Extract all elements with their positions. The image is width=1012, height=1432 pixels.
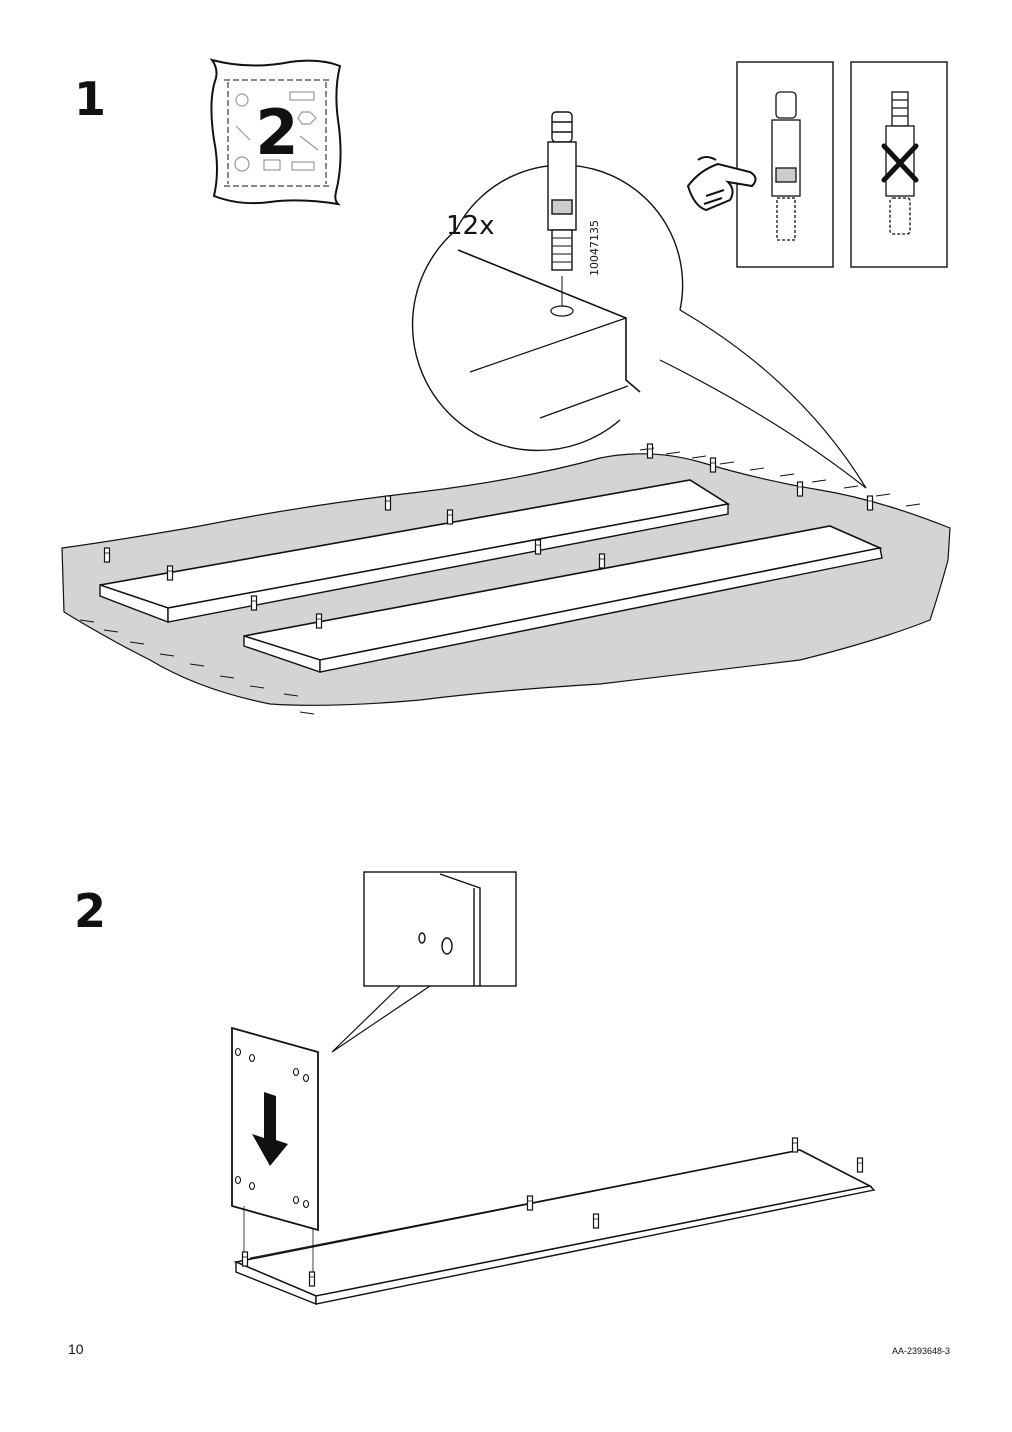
step-2-number: 2 [74,884,107,938]
detail-inset-content [418,873,481,986]
shelf-panel-a [99,479,731,624]
bottom-panel [233,1149,876,1306]
down-arrow-icon [252,1092,288,1166]
detail-zoom-circle [411,164,867,489]
quantity-label: 12x [446,211,494,241]
shelf-panel-b [243,525,883,673]
correct-dowel-icon [771,91,801,241]
detail-inset-box [363,871,517,987]
dowel-closeup [547,111,577,271]
hardware-bag-icon: 2 [209,58,342,206]
part-number: 10047135 [588,220,601,276]
page-number: 10 [68,1341,84,1357]
pointing-hand-icon [686,156,757,212]
step-1-number: 1 [74,72,107,126]
bag-number: 2 [255,96,298,169]
document-code: AA-2393648-3 [891,1346,950,1356]
cross-mark-icon [881,143,919,183]
detail-leader-lines [331,985,431,1053]
